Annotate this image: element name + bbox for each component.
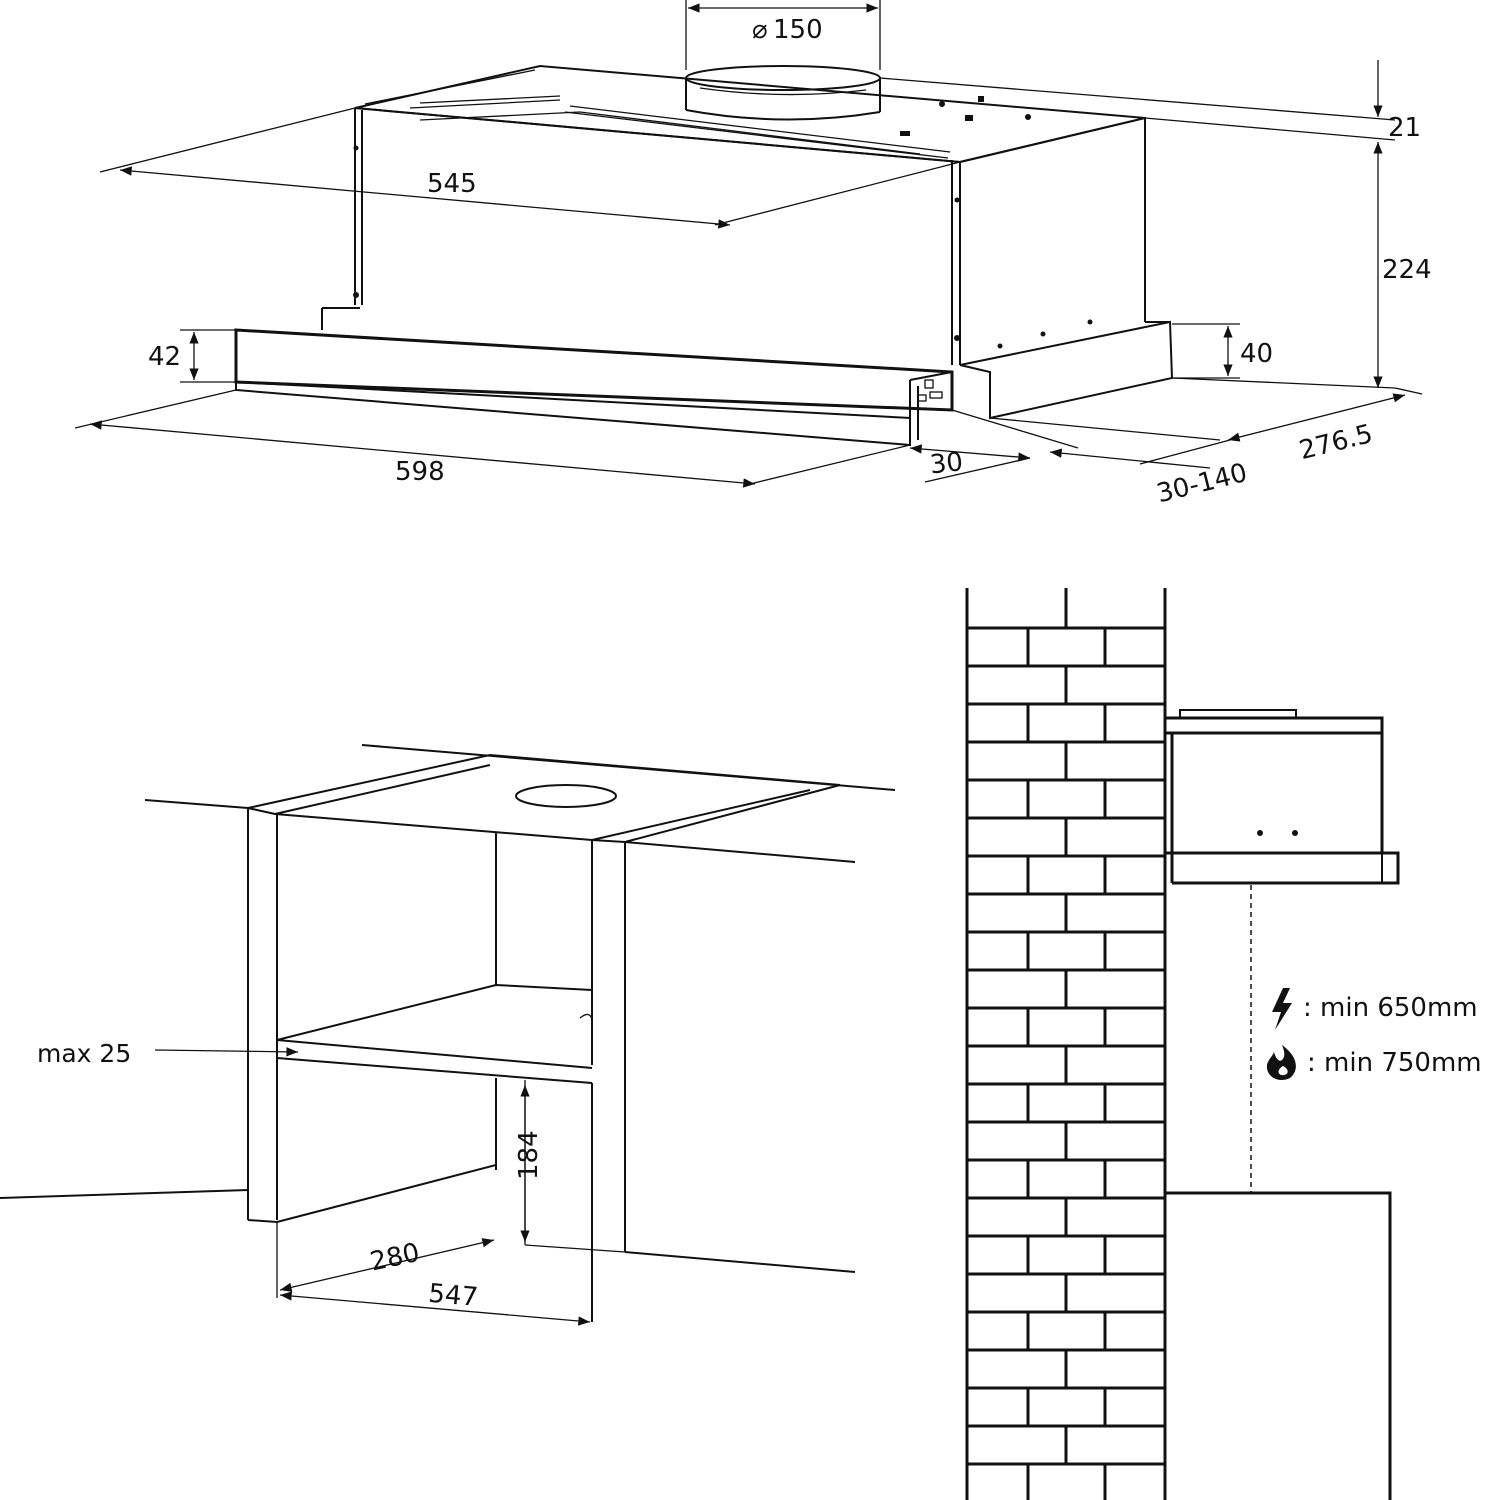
- gas-clearance-text: : min 750mm: [1307, 1048, 1482, 1078]
- dim-max-panel: max 25: [37, 1039, 131, 1068]
- dim-width: 598: [395, 457, 445, 487]
- top-dimension-lines: [74, 0, 1423, 488]
- dim-inner-height: 184: [514, 1130, 544, 1180]
- dim-front-panel-height: 42: [148, 342, 181, 372]
- diameter-symbol: ⌀: [752, 15, 768, 45]
- electric-clearance-text: : min 650mm: [1303, 993, 1478, 1023]
- dim-front-overhang: 30: [928, 447, 964, 480]
- dim-inner-width: 547: [427, 1279, 479, 1313]
- dim-height: 224: [1382, 255, 1432, 285]
- lightning-bolt-icon: [1272, 988, 1292, 1030]
- hood-side-view: [1165, 709, 1400, 885]
- dim-depth-body: 545: [427, 169, 477, 199]
- dim-duct-diameter: 150: [773, 15, 823, 45]
- hood-isometric: [234, 64, 1174, 447]
- brick-wall: [965, 588, 1167, 1500]
- countertop: [1165, 1191, 1392, 1500]
- dim-total-depth: 276.5: [1296, 419, 1375, 466]
- cabinet-isometric: [0, 744, 896, 1326]
- dim-inner-depth: 280: [367, 1238, 422, 1278]
- dim-side-panel-height: 40: [1240, 339, 1273, 369]
- dim-top-offset: 21: [1388, 113, 1421, 143]
- dim-slide-travel: 30-140: [1154, 458, 1251, 509]
- flame-icon: [1266, 1045, 1296, 1080]
